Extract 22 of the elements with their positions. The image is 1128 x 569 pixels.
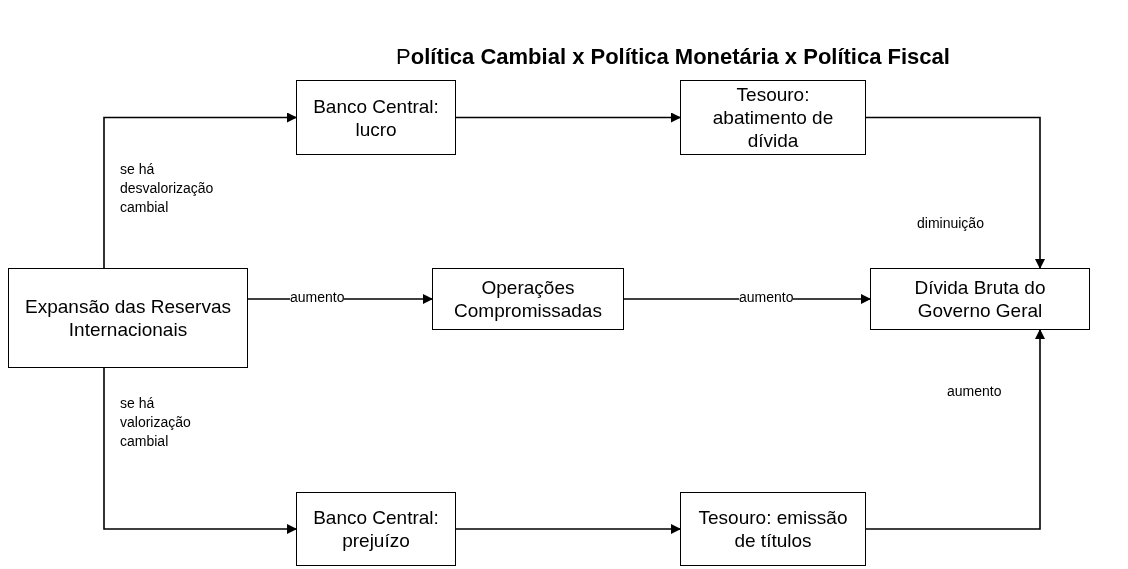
process-box bbox=[296, 80, 456, 155]
arrow bbox=[103, 367, 297, 534]
edge-label: diminuição bbox=[917, 214, 984, 233]
box-text: Banco Central: prejuízo bbox=[312, 506, 440, 552]
process-box bbox=[8, 268, 248, 368]
box-text: Dívida Bruta do Governo Geral bbox=[913, 276, 1047, 322]
process-box bbox=[680, 492, 866, 566]
process-box bbox=[680, 80, 866, 155]
arrow bbox=[455, 112, 681, 123]
process-box bbox=[870, 268, 1090, 330]
process-box bbox=[432, 268, 624, 330]
arrow bbox=[865, 329, 1045, 530]
arrow bbox=[865, 116, 1045, 269]
diagram-title: Política Cambial x Política Monetária x Política Fiscal bbox=[395, 44, 951, 70]
box-text: Tesouro: emissão de títulos bbox=[697, 506, 849, 552]
box-text: Operações Compromissadas bbox=[453, 276, 603, 322]
box-text: Expansão das Reservas Internacionais bbox=[24, 295, 232, 341]
arrow bbox=[455, 524, 681, 534]
box-text: Tesouro: abatimento de dívida bbox=[711, 83, 835, 152]
arrow bbox=[103, 112, 297, 269]
process-box bbox=[296, 492, 456, 566]
box-text: Banco Central: lucro bbox=[312, 94, 440, 141]
